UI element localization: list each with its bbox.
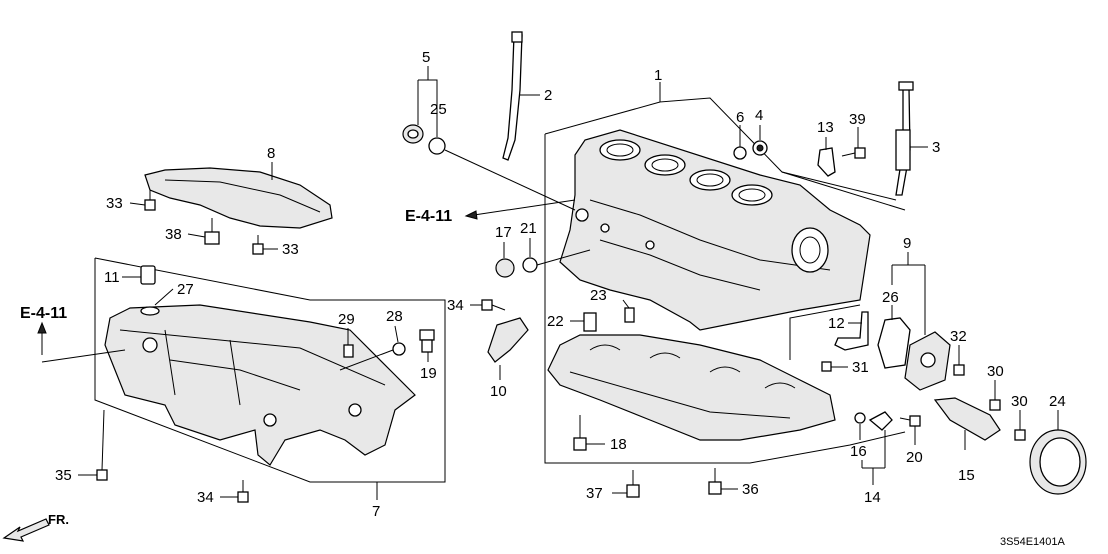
seal-part-5 — [402, 124, 424, 144]
bolt-part-20 — [899, 415, 921, 427]
o-ring-part-6 — [733, 146, 747, 160]
cylinder-block — [559, 129, 871, 331]
dowel-part-23 — [624, 307, 635, 323]
bolt-part-31 — [821, 361, 832, 372]
oil-pan-group — [94, 257, 446, 483]
label-part-2: 2 — [544, 87, 552, 104]
bolt-part-33-upper — [144, 190, 156, 211]
bolt-part-30-lower — [1014, 429, 1026, 441]
plug-part-4 — [752, 140, 768, 156]
label-part-20: 20 — [906, 449, 923, 466]
bolt-part-33-lower — [252, 235, 264, 255]
label-part-1: 1 — [654, 67, 662, 84]
bracket-part-13 — [817, 147, 836, 177]
dipstick-guide — [502, 31, 523, 161]
o-ring-part-16 — [854, 412, 866, 424]
label-part-11: 11 — [104, 269, 120, 286]
label-part-32: 32 — [950, 328, 967, 345]
o-ring-part-27 — [140, 306, 160, 316]
bolt-part-36 — [708, 468, 722, 495]
part-labels: 1 2 3 4 5 6 7 8 9 10 11 12 13 14 15 16 1… — [55, 49, 1066, 520]
dowel-part-29 — [343, 344, 354, 358]
bolt-part-18 — [573, 415, 587, 451]
label-part-22: 22 — [547, 313, 564, 330]
bolt-part-39 — [841, 147, 866, 159]
sensor-part-12 — [834, 311, 869, 351]
label-part-28: 28 — [386, 308, 403, 325]
label-part-33-lower: 33 — [282, 241, 299, 258]
label-part-14: 14 — [864, 489, 881, 506]
label-part-30-upper: 30 — [987, 363, 1004, 380]
bolt-part-30-upper — [989, 399, 1001, 411]
label-part-39: 39 — [849, 111, 866, 128]
gasket-part-26 — [877, 317, 911, 369]
label-part-23: 23 — [590, 287, 607, 304]
label-part-31: 31 — [852, 359, 869, 376]
label-part-21: 21 — [520, 220, 537, 237]
drain-bolt-part-19 — [419, 329, 435, 353]
bolt-part-34-upper — [481, 299, 506, 311]
oil-pan — [104, 304, 416, 466]
diagram-code: 3S54E1401A — [1000, 536, 1065, 548]
label-part-36: 36 — [742, 481, 759, 498]
bolt-part-34-lower — [237, 480, 249, 503]
label-part-4: 4 — [755, 107, 763, 124]
sensor-part-14 — [868, 411, 893, 431]
label-part-8: 8 — [267, 145, 275, 162]
label-part-15: 15 — [958, 467, 975, 484]
label-part-18: 18 — [610, 436, 627, 453]
label-part-16: 16 — [850, 443, 867, 460]
bracket-part-15 — [933, 397, 1001, 441]
cap-part-11 — [140, 265, 156, 285]
label-part-26: 26 — [882, 289, 899, 306]
label-part-10: 10 — [490, 383, 507, 400]
bracket-part-10 — [487, 317, 529, 363]
washer-part-28 — [392, 342, 406, 356]
plug-part-17 — [495, 258, 515, 278]
dowel-part-22 — [583, 312, 597, 332]
bolt-part-37 — [626, 470, 640, 498]
bolt-part-35 — [96, 409, 108, 481]
label-part-12: 12 — [828, 315, 845, 332]
label-part-9: 9 — [903, 235, 911, 252]
o-ring-part-21 — [522, 257, 538, 273]
lower-block — [547, 334, 836, 441]
bolt-part-32 — [953, 364, 965, 376]
rod-part-3 — [895, 81, 914, 196]
label-part-34-lower: 34 — [197, 489, 214, 506]
oil-seal-part-24 — [1029, 429, 1087, 495]
reference-e-4-11-upper[interactable]: E-4-11 — [405, 208, 452, 225]
label-part-37: 37 — [586, 485, 603, 502]
o-ring-part-25 — [428, 137, 446, 155]
bolt-part-38 — [204, 218, 220, 245]
leader-lines — [37, 66, 1059, 500]
label-part-13: 13 — [817, 119, 834, 136]
label-part-3: 3 — [932, 139, 940, 156]
label-part-35: 35 — [55, 467, 72, 484]
label-part-5: 5 — [422, 49, 430, 66]
label-part-6: 6 — [736, 109, 744, 126]
label-part-25: 25 — [430, 101, 447, 118]
front-arrow: FR. — [2, 512, 69, 542]
label-part-7: 7 — [372, 503, 380, 520]
label-part-24: 24 — [1049, 393, 1066, 410]
label-part-29: 29 — [338, 311, 355, 328]
label-part-38: 38 — [165, 226, 182, 243]
label-part-33-upper: 33 — [106, 195, 123, 212]
reference-e-4-11-lower[interactable]: E-4-11 — [20, 305, 67, 322]
front-arrow-label: FR. — [48, 512, 69, 527]
label-part-27: 27 — [177, 281, 194, 298]
baffle-plate — [144, 167, 333, 229]
label-part-19: 19 — [420, 365, 437, 382]
label-part-34-upper: 34 — [447, 297, 464, 314]
label-part-30-lower: 30 — [1011, 393, 1028, 410]
label-part-17: 17 — [495, 224, 512, 241]
cylinder-block-group — [544, 85, 906, 464]
